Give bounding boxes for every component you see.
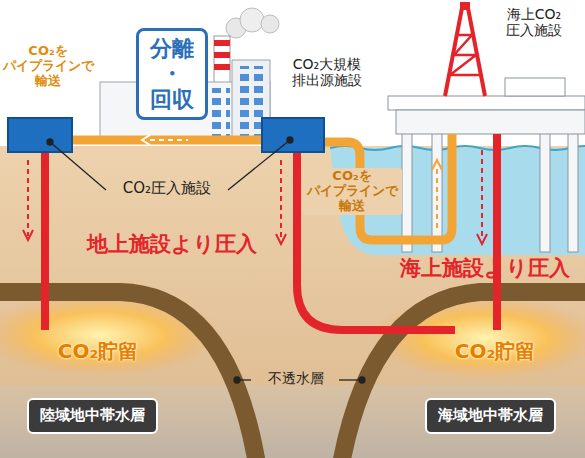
label-text: CO₂貯留 — [38, 340, 158, 363]
aquifer-box: 海域地中帯水層 — [425, 398, 556, 434]
label-text: CO₂を パイプラインで 輸送 — [0, 44, 96, 89]
process-box: 分離 ・ 回収 — [136, 28, 208, 120]
label-text: 海上CO₂ 圧入施設 — [490, 6, 578, 38]
node-text: 陸域地中帯水層 — [40, 407, 145, 424]
factory — [100, 8, 279, 142]
label-text: 地上施設より圧入 — [74, 232, 270, 256]
label-text: CO₂大規模 排出源施設 — [272, 56, 382, 88]
label-text: 海上施設より圧入 — [392, 256, 578, 280]
label-text: CO₂圧入施設 — [104, 180, 230, 197]
label-text: 不透水層 — [252, 370, 340, 386]
node-text: 分離 ・ 回収 — [147, 36, 197, 112]
node-text: 海域地中帯水層 — [438, 407, 543, 424]
offshore-platform — [388, 2, 585, 252]
label-text: CO₂を パイプラインで 輸送 — [302, 168, 402, 215]
label-text: CO₂貯留 — [430, 340, 560, 363]
aquifer-box: 陸域地中帯水層 — [27, 398, 158, 434]
